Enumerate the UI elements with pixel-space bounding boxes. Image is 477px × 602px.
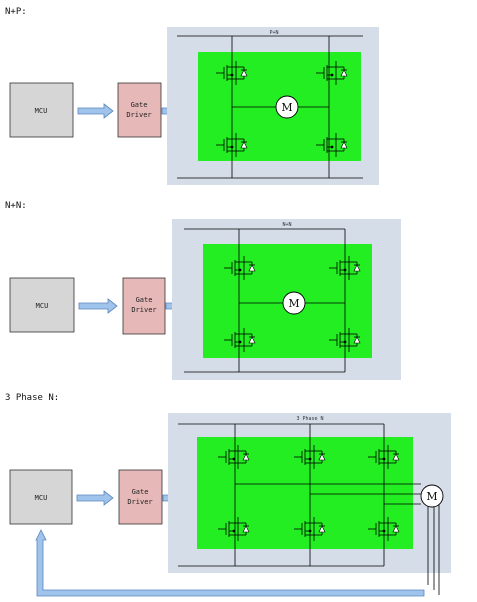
motor-label: M: [288, 297, 299, 310]
motor-icon: [282, 291, 306, 315]
bridge-wiring: [177, 35, 363, 179]
motor-label: M: [281, 101, 292, 114]
section-np: N+P: MCU Gate Driver P+N M: [5, 7, 379, 185]
section-3phase: 3 Phase N: MCU Gate Driver 3 Phase N: [5, 393, 451, 597]
gate-driver-label-line2: Driver: [127, 498, 152, 506]
gate-driver-box: [122, 277, 166, 335]
arrow-mcu-to-driver: [78, 298, 118, 314]
bridge-label: 3 Phase N: [296, 416, 323, 422]
section-heading: 3 Phase N:: [5, 393, 59, 403]
gate-driver-label-line2: Driver: [131, 306, 156, 314]
section-nn: N+N: MCU Gate Driver N+N M: [5, 201, 401, 380]
gate-driver-label-line1: Gate: [132, 488, 149, 496]
mcu-label: MCU: [35, 494, 48, 502]
bridge-wiring: [178, 423, 440, 595]
gate-driver-box: [118, 469, 163, 525]
gate-driver-label-line1: Gate: [136, 296, 153, 304]
mcu-box: [9, 277, 75, 333]
mcu-label: MCU: [36, 302, 49, 310]
gate-driver-label-line2: Driver: [126, 111, 151, 119]
mcu-box: [9, 469, 73, 525]
mcu-box: [9, 82, 74, 138]
bridge-wiring: [184, 228, 346, 373]
gate-driver-box: [117, 82, 162, 138]
motor-icon: [275, 95, 299, 119]
motor-label: M: [426, 490, 437, 503]
bridge-label: P+N: [269, 30, 278, 36]
arrow-mcu-to-driver: [77, 103, 114, 119]
feedback-arrow: [35, 529, 425, 597]
gate-driver-label-line1: Gate: [131, 101, 148, 109]
section-heading: N+P:: [5, 7, 27, 17]
bridge-label: N+N: [282, 222, 291, 228]
arrow-mcu-to-driver: [76, 490, 114, 506]
section-heading: N+N:: [5, 201, 27, 211]
mcu-label: MCU: [35, 107, 48, 115]
motor-icon: [420, 484, 444, 508]
